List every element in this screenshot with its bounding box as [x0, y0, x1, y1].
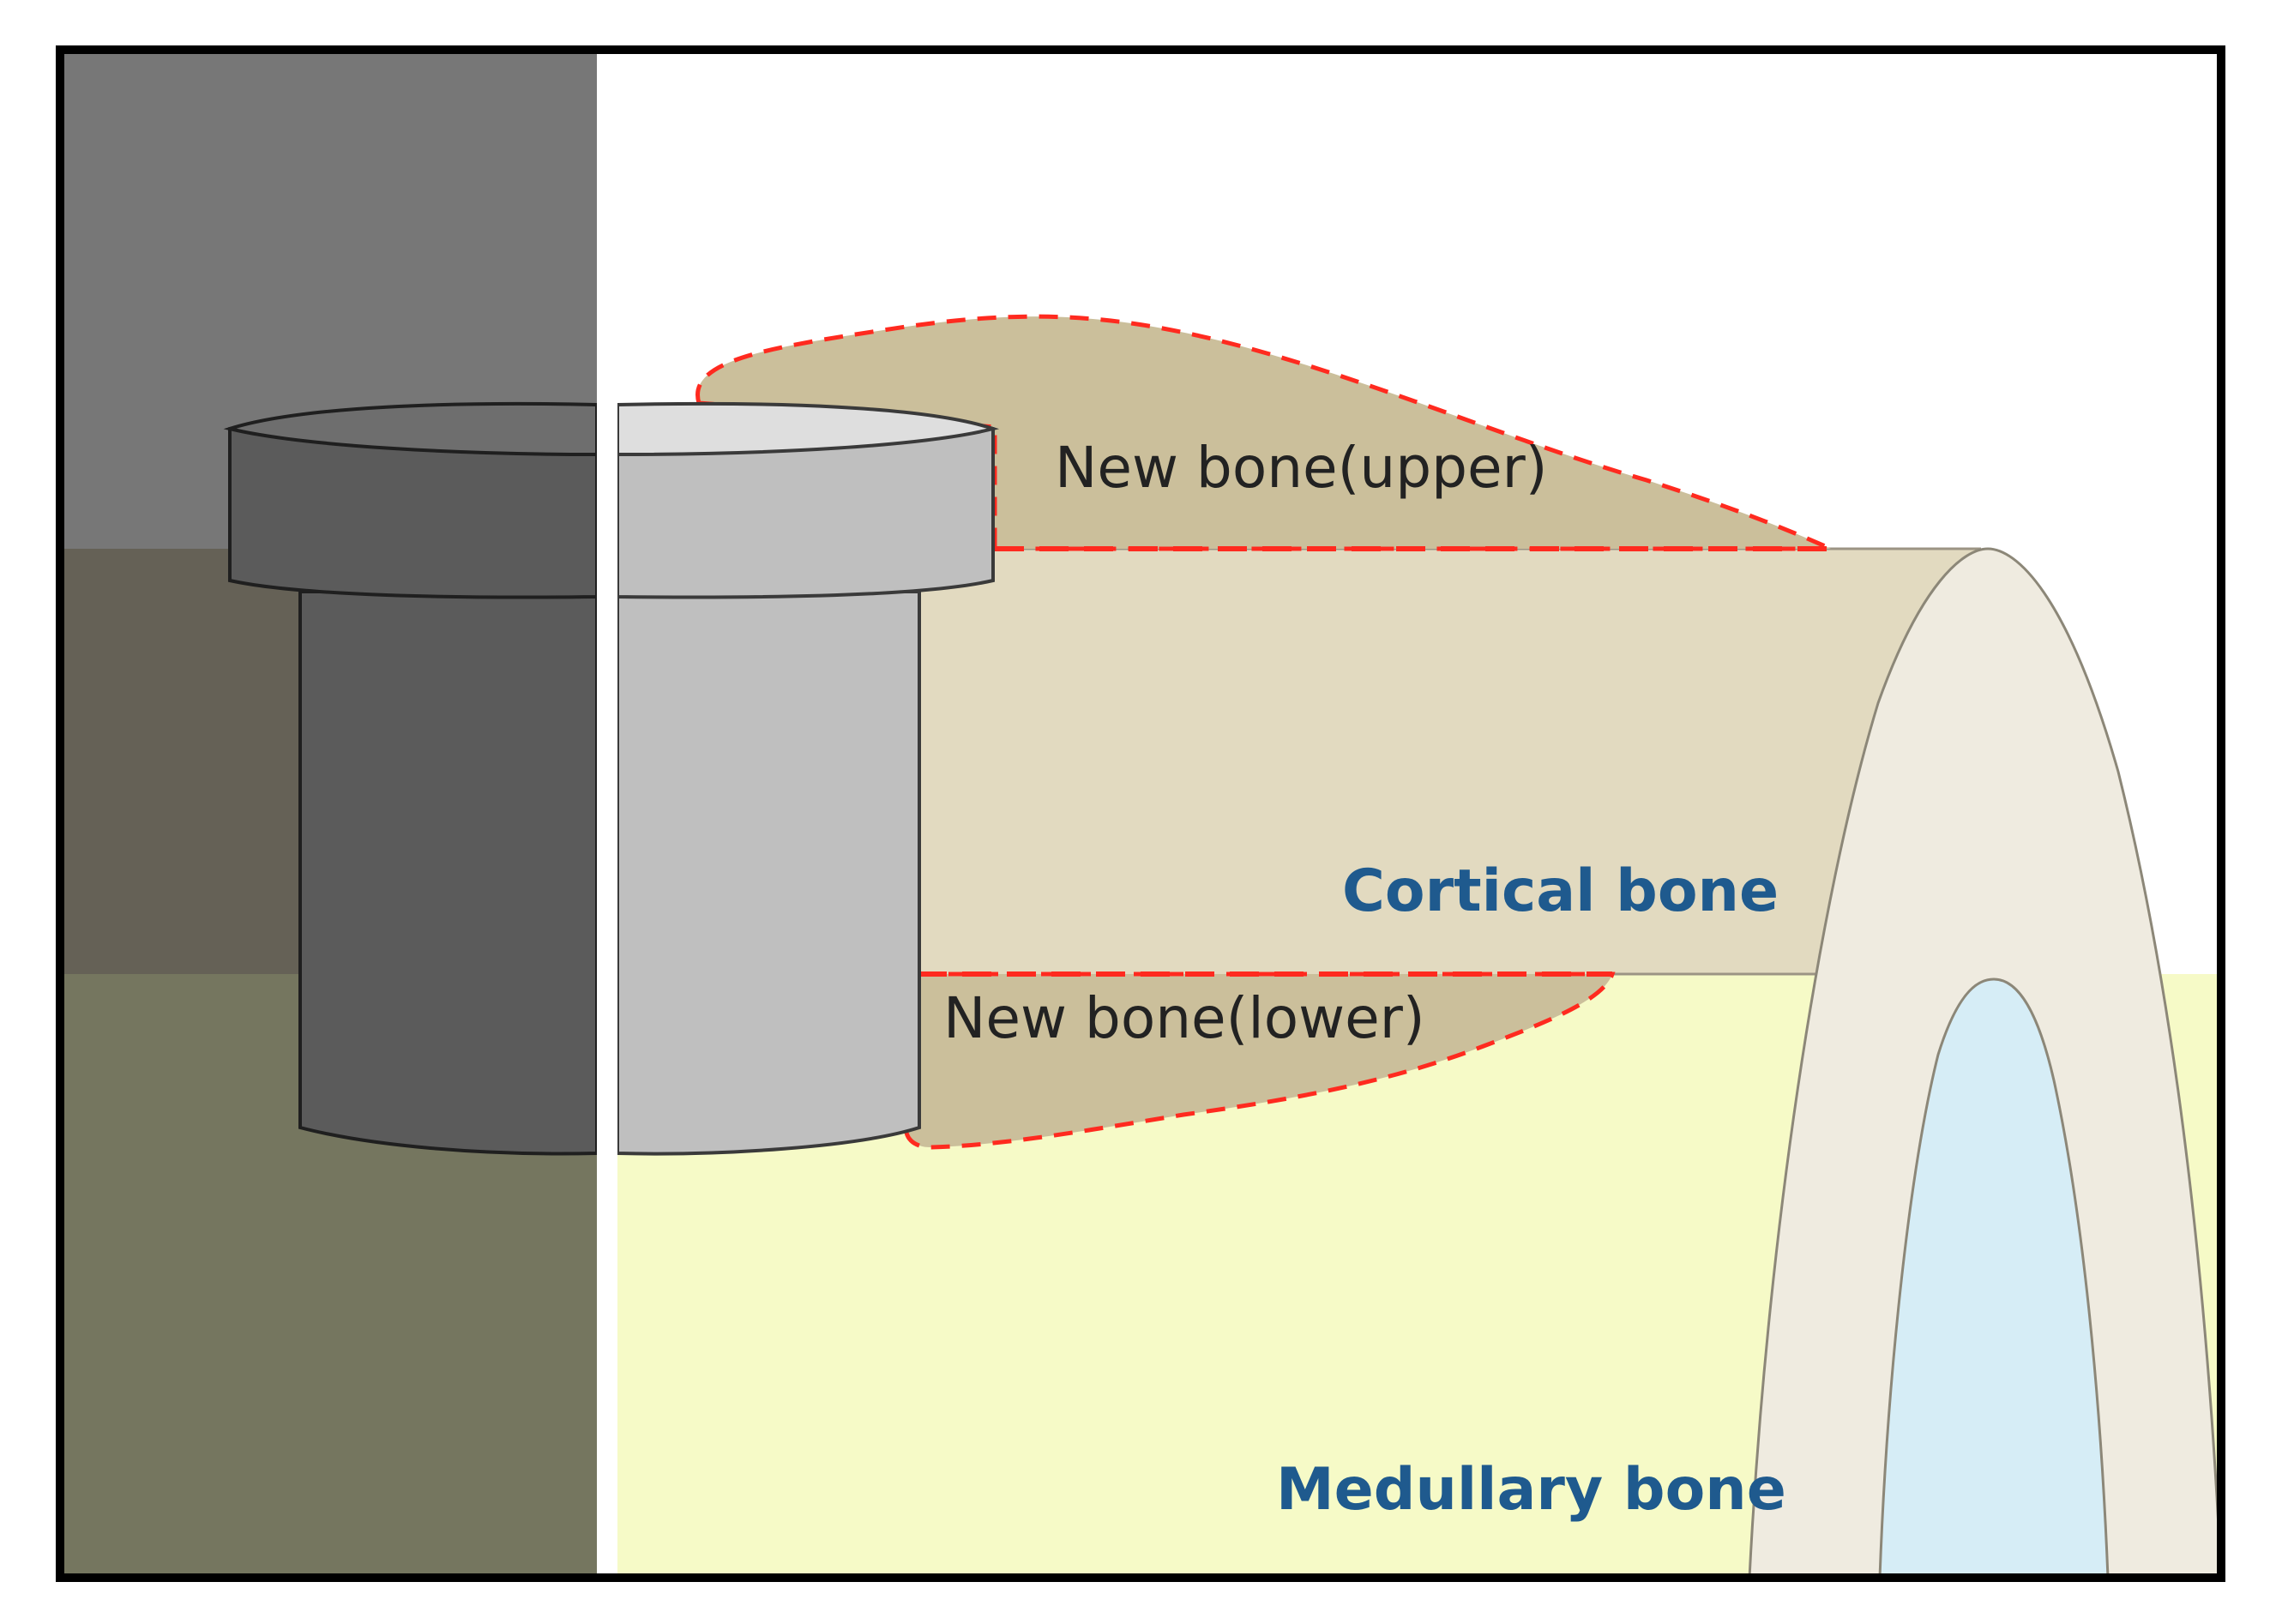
implant-body-light [616, 590, 921, 1156]
right-panel [60, 50, 2223, 1579]
label-new-bone-lower: New bone(lower) [943, 985, 1425, 1051]
implant-body-dark [298, 590, 599, 1156]
left-panel [60, 50, 599, 1578]
diagram-frame [56, 45, 2225, 1582]
new-bone-lower [903, 971, 1616, 1150]
new-bone-upper [695, 314, 1833, 551]
label-new-bone-upper: New bone(upper) [1055, 435, 1548, 501]
implant-top-face-light [616, 401, 1000, 457]
label-cortical-bone: Cortical bone [1342, 857, 1779, 925]
marrow-cavity [1878, 977, 2110, 1579]
label-medullary-bone: Medullary bone [1276, 1456, 1786, 1524]
panel-divider [597, 50, 617, 1578]
